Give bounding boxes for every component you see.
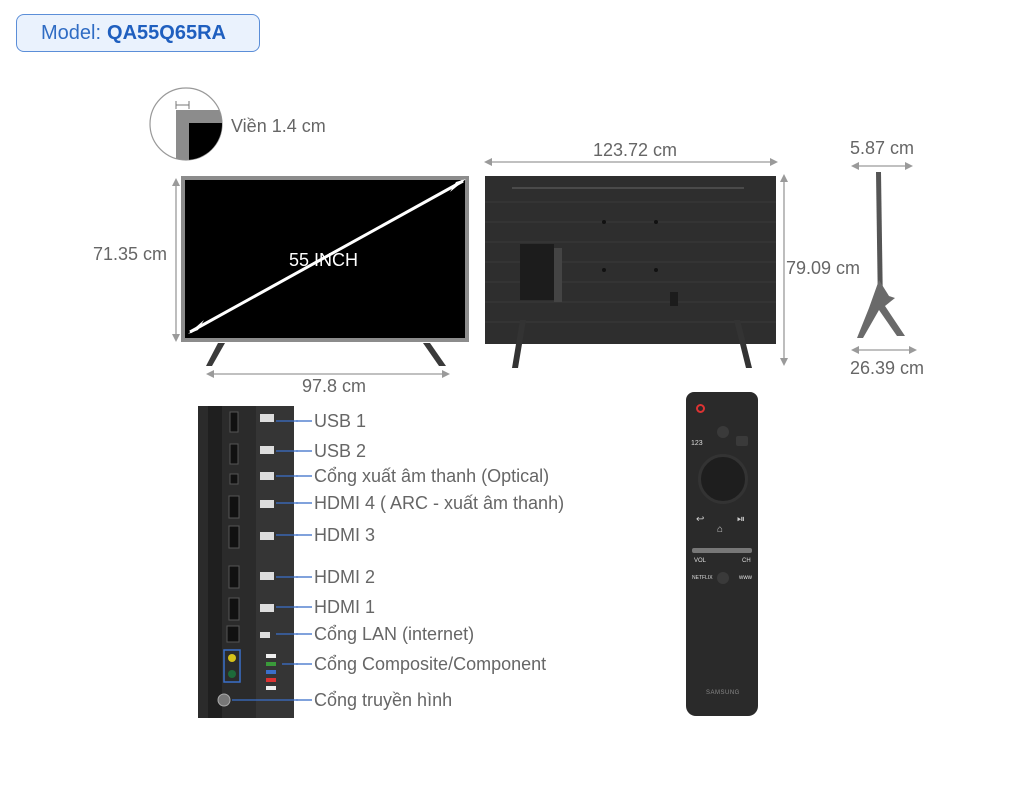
back-width-label: 123.72 cm	[593, 140, 678, 160]
front-width-label: 97.8 cm	[302, 376, 367, 396]
port-connectors	[296, 420, 312, 701]
model-prefix: Model:	[41, 21, 102, 44]
front-height-label: 71.35 cm	[93, 244, 168, 264]
dpad	[698, 454, 748, 504]
remote-control-illustration: 123 ↩ ⌂ ⏯ VOL CH NETFLIX www SAMSUNG	[686, 392, 758, 716]
num-label: 123	[691, 440, 703, 447]
ch-label: CH	[742, 558, 751, 564]
back-height-label: 79.09 cm	[786, 258, 861, 278]
ambient-icon	[736, 436, 748, 446]
rocker-bar	[692, 548, 752, 553]
port-label-usb1: USB 1	[314, 411, 367, 431]
port-label-hdmi4: HDMI 4 ( ARC - xuất âm thanh)	[314, 493, 565, 513]
vol-label: VOL	[694, 558, 707, 564]
port-label-hdmi3: HDMI 3	[314, 525, 376, 545]
diagonal-label: 55 INCH	[289, 250, 359, 270]
tv-back-illustration	[484, 158, 788, 368]
bezel-zoom-circle	[149, 87, 223, 161]
prime-video-icon	[717, 572, 729, 584]
port-label-lan: Cổng LAN (internet)	[314, 624, 475, 644]
bezel-label: Viền 1.4 cm	[231, 116, 326, 136]
port-label-optical: Cổng xuất âm thanh (Optical)	[314, 466, 550, 486]
port-label-hdmi2: HDMI 2	[314, 567, 376, 587]
port-list: USB 1 USB 2 Cổng xuất âm thanh (Optical)…	[296, 406, 596, 720]
port-label-antenna: Cổng truyền hình	[314, 690, 453, 710]
tv-front-illustration	[172, 176, 469, 378]
stand-depth-label: 26.39 cm	[850, 358, 925, 378]
port-panel-illustration	[198, 406, 298, 718]
tv-side-illustration	[851, 162, 917, 354]
side-depth-label: 5.87 cm	[850, 138, 915, 158]
www-label: www	[739, 575, 752, 581]
play-pause-icon: ⏯	[737, 514, 745, 525]
remote-brand: SAMSUNG	[706, 690, 740, 696]
netflix-label: NETFLIX	[692, 575, 713, 581]
port-label-usb2: USB 2	[314, 441, 367, 461]
port-label-composite: Cổng Composite/Component	[314, 654, 547, 674]
back-icon: ↩	[696, 514, 705, 525]
model-badge: Model: QA55Q65RA	[16, 14, 260, 52]
mic-icon	[717, 426, 729, 438]
port-label-hdmi1: HDMI 1	[314, 597, 376, 617]
model-code: QA55Q65RA	[107, 21, 226, 44]
power-icon	[696, 404, 705, 413]
home-icon: ⌂	[717, 524, 724, 535]
